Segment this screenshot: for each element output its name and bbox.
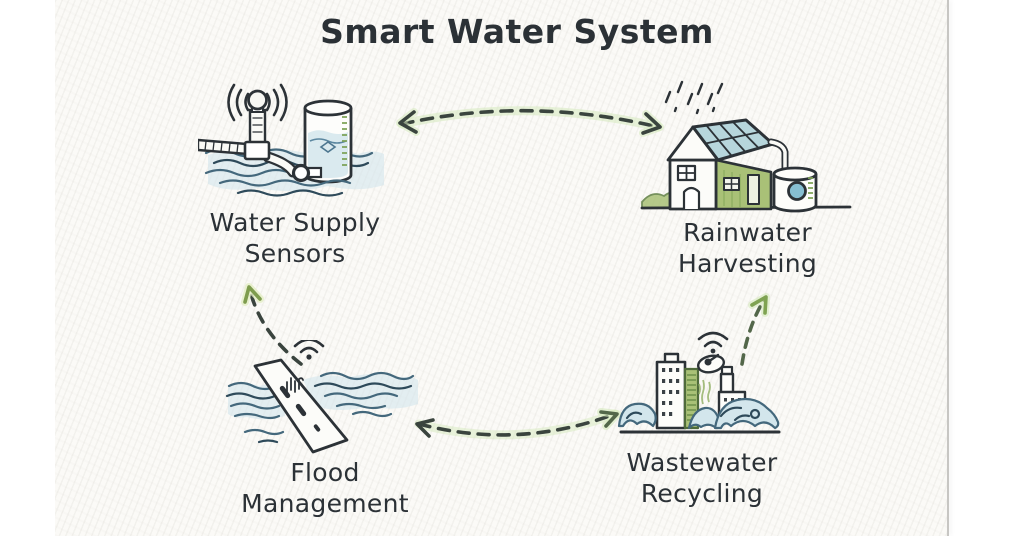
flooded-road-icon xyxy=(225,340,418,454)
signal-waves-icon xyxy=(697,331,729,354)
node-flood-management: Flood Management xyxy=(225,340,425,519)
label-line-1: Flood xyxy=(290,458,360,487)
house xyxy=(666,125,773,211)
label-line-1: Wastewater xyxy=(626,448,778,477)
node-label: Water Supply Sensors xyxy=(185,208,405,269)
node-label: Flood Management xyxy=(225,458,425,519)
label-line-2: Harvesting xyxy=(677,248,818,278)
flooded-road xyxy=(253,358,349,454)
arrow-bottom-bidirectional xyxy=(414,408,621,440)
label-line-2: Management xyxy=(241,488,409,518)
rain-drops xyxy=(664,80,724,115)
node-wastewater-recycling: Wastewater Recycling xyxy=(612,322,792,509)
signal-waves-icon xyxy=(293,340,325,360)
label-line-1: Water Supply xyxy=(209,208,381,237)
arrow-left-up xyxy=(241,283,303,366)
label-line-2: Recycling xyxy=(640,478,764,508)
page-edge xyxy=(947,0,949,536)
sensor-ball xyxy=(246,89,268,113)
node-label: Wastewater Recycling xyxy=(612,448,792,509)
arrow-right-up xyxy=(740,293,770,366)
rolling-waves xyxy=(617,397,780,430)
water-sensor-tank-icon xyxy=(197,83,384,197)
city-wastewater-icon xyxy=(617,331,781,434)
rain-barrel xyxy=(772,166,818,213)
house-rain-barrel-icon xyxy=(640,80,852,213)
paper-background xyxy=(55,0,948,536)
front-waves xyxy=(218,179,351,197)
node-rainwater-harvesting: Rainwater Harvesting xyxy=(640,78,855,279)
flood-water xyxy=(225,371,418,420)
antenna-dish xyxy=(696,353,726,374)
foreground-waves xyxy=(243,410,393,444)
sensor-pipes xyxy=(197,108,322,183)
diagram-title: Smart Water System xyxy=(320,12,714,51)
downspout-pipe xyxy=(767,138,789,173)
label-line-2: Sensors xyxy=(244,238,346,268)
node-water-supply-sensors: Water Supply Sensors xyxy=(185,83,405,269)
node-label: Rainwater Harvesting xyxy=(640,218,855,279)
signal-waves-icon xyxy=(226,83,288,122)
label-line-1: Rainwater xyxy=(683,218,812,247)
arrow-top-bidirectional xyxy=(396,106,664,137)
